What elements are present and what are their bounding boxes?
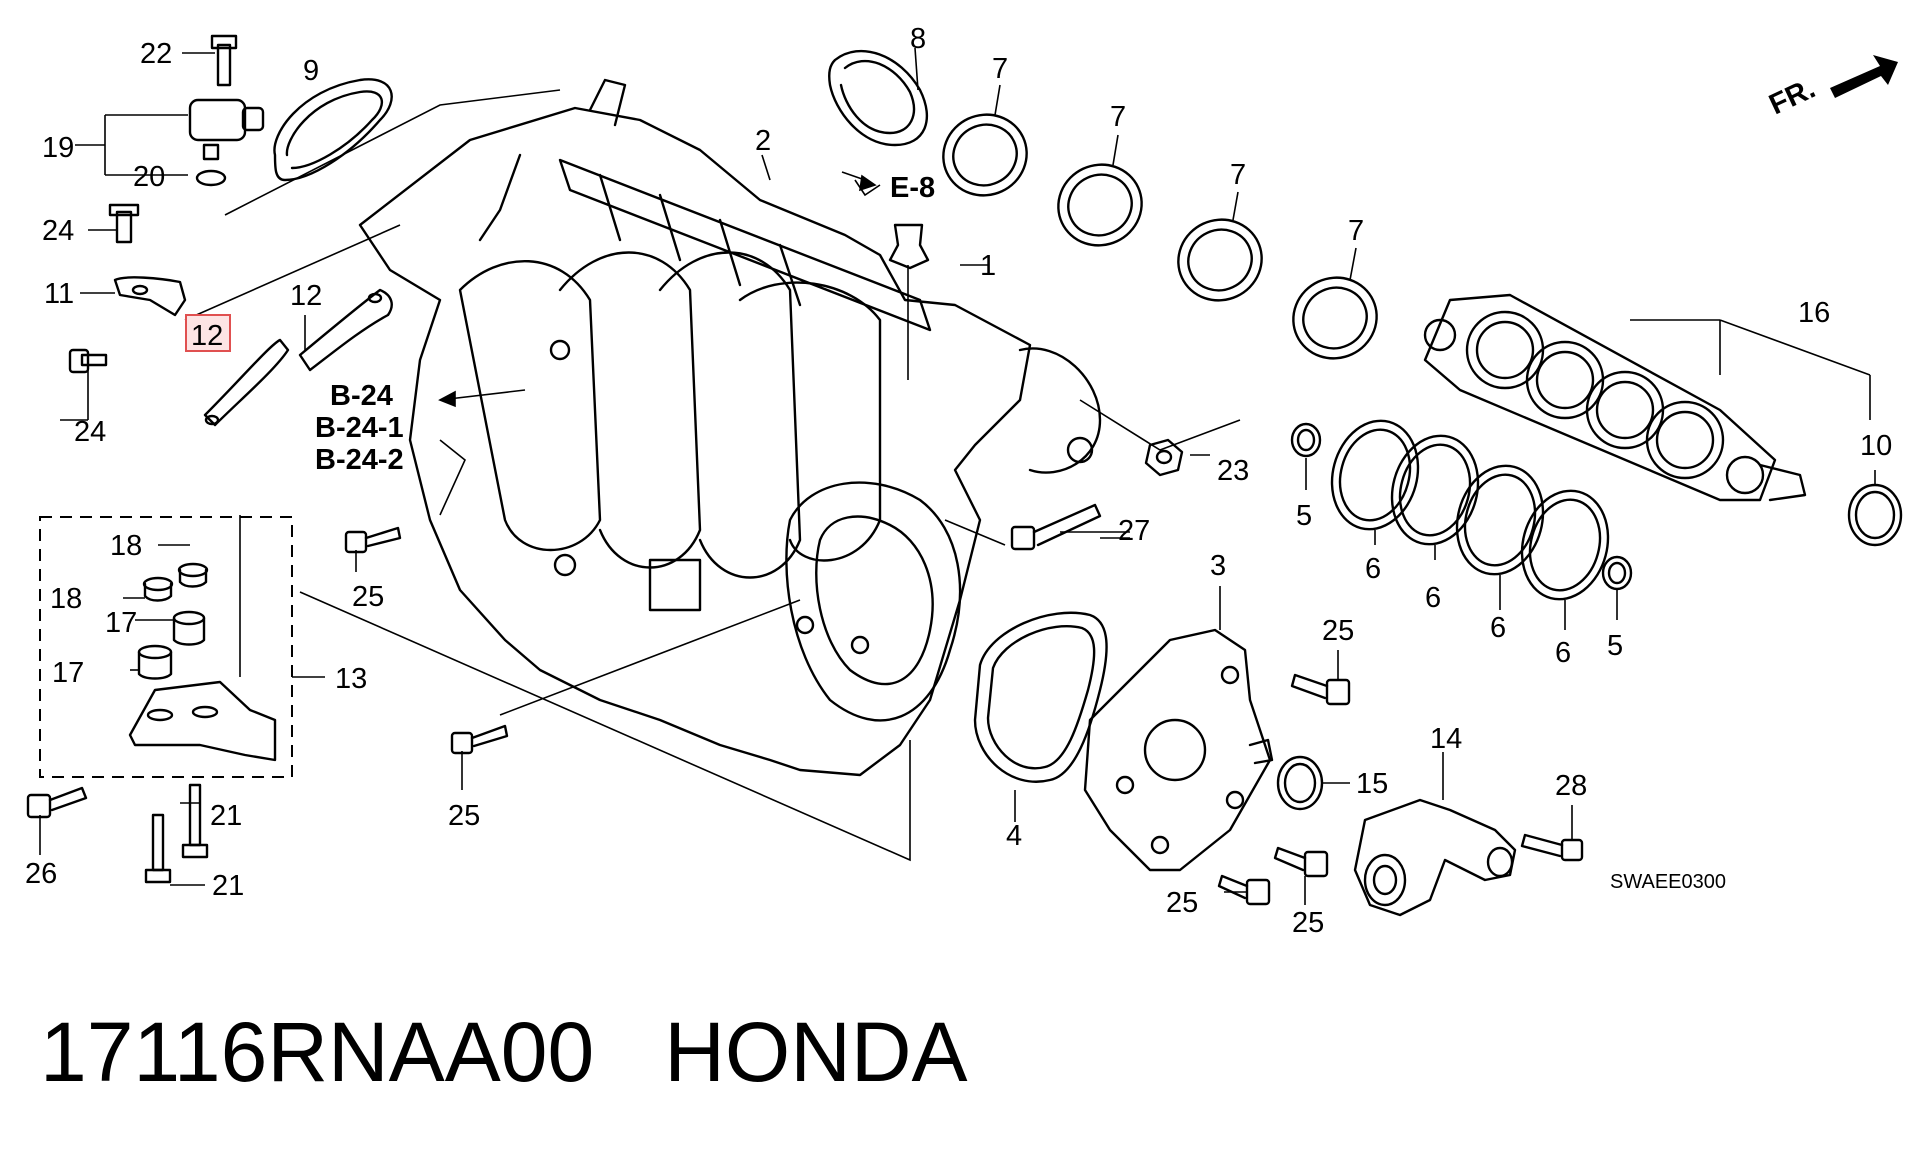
callout-25-bottom-b: 25 (1292, 907, 1324, 939)
callout-18-b: 18 (50, 583, 82, 615)
fr-label: FR. (1764, 73, 1820, 122)
callout-1: 1 (980, 250, 996, 282)
ref-e8: E-8 (890, 172, 935, 204)
reference-labels: E-8 B-24 B-24-1 B-24-2 (315, 172, 935, 476)
clip-5-a (1290, 422, 1322, 458)
part-number: 17116RNAA00 (40, 1005, 595, 1099)
stud-21-lower (144, 813, 172, 884)
callout-8: 8 (910, 23, 926, 55)
brand-name: HONDA (664, 1005, 968, 1099)
clip-5-b (1601, 555, 1633, 591)
gasket-9 (273, 78, 393, 182)
gasket-7-c (1177, 218, 1263, 302)
water-passage-14 (1353, 798, 1517, 917)
callout-25-right-upper: 25 (1322, 615, 1354, 647)
callout-24-bottom: 24 (74, 416, 106, 448)
callout-12: 12 (290, 280, 322, 312)
callout-labels: 22 9 19 20 24 11 12 12 24 8 7 7 7 7 2 1 … (25, 23, 1892, 939)
callout-9: 9 (303, 55, 319, 87)
adaptor-3 (1083, 628, 1274, 872)
nut-23 (1144, 438, 1184, 477)
gasket-7-d (1292, 276, 1378, 360)
gasket-7-a (942, 113, 1028, 197)
gasket-7-b (1057, 163, 1143, 247)
part-number-footer: 17116RNAA00 HONDA (40, 1010, 968, 1094)
bolts-25-left (344, 526, 509, 755)
callout-14: 14 (1430, 723, 1462, 755)
callout-11: 11 (44, 278, 74, 310)
callout-7-d: 7 (1348, 215, 1364, 247)
callout-6-a: 6 (1365, 553, 1381, 585)
callout-20: 20 (133, 161, 165, 193)
runner-valve-16 (1423, 293, 1807, 502)
callout-6-c: 6 (1490, 612, 1506, 644)
callout-3: 3 (1210, 550, 1226, 582)
callout-15: 15 (1356, 768, 1388, 800)
clip-1 (888, 223, 930, 270)
bolts-25-right (1217, 673, 1351, 906)
callout-12-highlighted: 12 (191, 320, 223, 352)
callout-5-left: 5 (1296, 500, 1312, 532)
callout-7-c: 7 (1230, 159, 1246, 191)
ref-b24-2: B-24-2 (315, 444, 404, 476)
callout-25-left-upper: 25 (352, 581, 384, 613)
callout-17-a: 17 (105, 607, 137, 639)
gasket-8 (828, 49, 929, 147)
bolt-27 (1010, 503, 1102, 551)
bracket-12-left (203, 338, 290, 427)
front-direction-arrow: FR. (1764, 55, 1898, 121)
highlighted-callout-box (185, 314, 231, 352)
gasket-4 (973, 611, 1108, 783)
callout-18-a: 18 (110, 530, 142, 562)
gasket-6-b (1390, 434, 1480, 546)
callout-28: 28 (1555, 770, 1587, 802)
callout-24-top: 24 (42, 215, 74, 247)
gasket-6-d (1520, 489, 1610, 601)
callout-19: 19 (42, 132, 74, 164)
mount-kit-13 (128, 562, 277, 762)
o-ring-10 (1847, 483, 1903, 547)
callout-21-a: 21 (210, 800, 242, 832)
bracket-11 (68, 203, 187, 374)
callout-5-right: 5 (1607, 630, 1623, 662)
callout-21-b: 21 (212, 870, 244, 902)
leader-lines (39, 47, 1876, 905)
callout-26: 26 (25, 858, 57, 890)
callout-25-bottom-a: 25 (1166, 887, 1198, 919)
callout-16: 16 (1798, 297, 1830, 329)
bolt-28 (1520, 833, 1584, 862)
callout-2: 2 (755, 125, 771, 157)
gasket-6-c (1455, 464, 1545, 576)
callout-23: 23 (1217, 455, 1249, 487)
clip-15 (1276, 755, 1324, 811)
gasket-6-a (1330, 419, 1420, 531)
intake-manifold (358, 78, 1102, 777)
map-sensor-assembly (188, 34, 265, 187)
bracket-12-right (298, 288, 393, 372)
callout-17-b: 17 (52, 657, 84, 689)
callout-6-b: 6 (1425, 582, 1441, 614)
bolt-26 (26, 786, 88, 819)
ref-b24-1: B-24-1 (315, 412, 404, 444)
kit-13-box (39, 516, 293, 778)
callout-7-b: 7 (1110, 101, 1126, 133)
callout-10: 10 (1860, 430, 1892, 462)
callout-6-d: 6 (1555, 637, 1571, 669)
diagram-code: SWAEE0300 (1610, 871, 1726, 893)
callout-27: 27 (1118, 515, 1150, 547)
callout-25-left-lower: 25 (448, 800, 480, 832)
ref-b24: B-24 (330, 380, 393, 412)
callout-7-a: 7 (992, 53, 1008, 85)
stud-21-upper (181, 783, 209, 859)
callout-4: 4 (1006, 820, 1022, 852)
callout-22: 22 (140, 38, 172, 70)
callout-13: 13 (335, 663, 367, 695)
